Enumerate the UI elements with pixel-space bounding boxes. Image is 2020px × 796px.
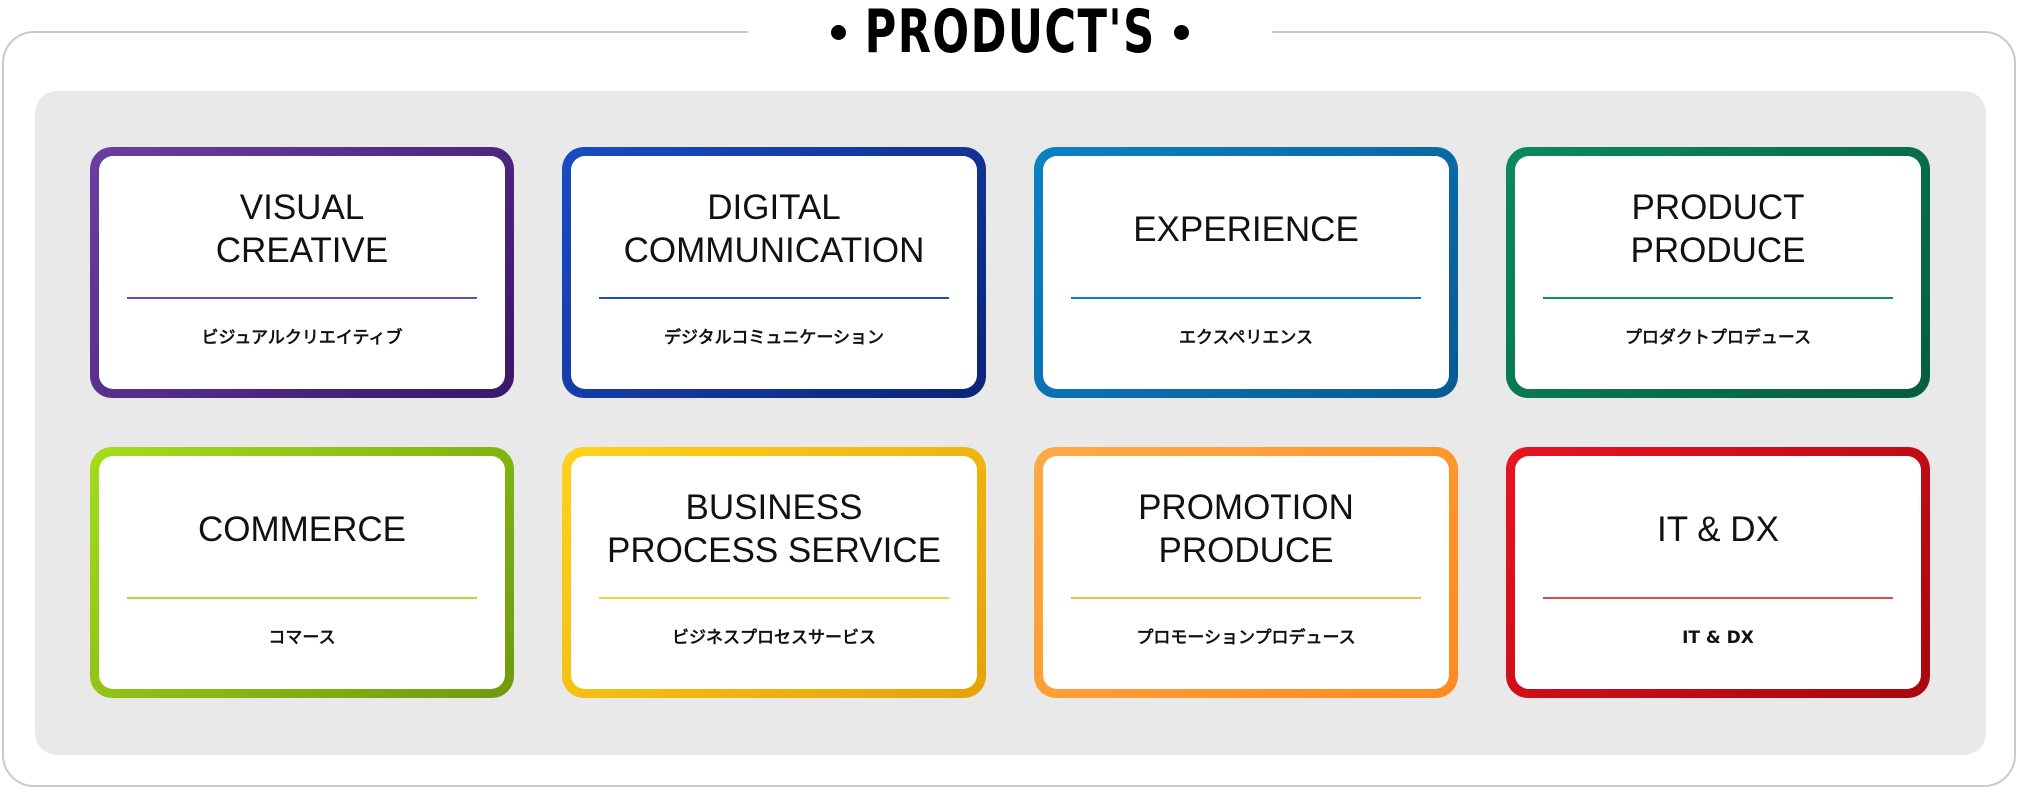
card-body: VISUAL CREATIVE ビジュアルクリエイティブ [99, 156, 505, 389]
card-divider [1543, 297, 1893, 299]
card-title: PRODUCT PRODUCE [1630, 188, 1806, 270]
card-title: DIGITAL COMMUNICATION [623, 188, 925, 270]
card-title: VISUAL CREATIVE [215, 188, 389, 270]
card-divider [127, 597, 477, 599]
product-grid: VISUAL CREATIVE ビジュアルクリエイティブ DIGITAL COM… [90, 147, 1930, 698]
product-card-promotion-produce[interactable]: PROMOTION PRODUCE プロモーションプロデュース [1034, 447, 1458, 698]
card-body: DIGITAL COMMUNICATION デジタルコミュニケーション [571, 156, 977, 389]
product-card-commerce[interactable]: COMMERCE コマース [90, 447, 514, 698]
card-body: EXPERIENCE エクスペリエンス [1043, 156, 1449, 389]
product-card-business-process-service[interactable]: BUSINESS PROCESS SERVICE ビジネスプロセスサービス [562, 447, 986, 698]
product-card-it-dx[interactable]: IT & DX IT & DX [1506, 447, 1930, 698]
bullet-dot-icon [1174, 24, 1190, 40]
card-body: BUSINESS PROCESS SERVICE ビジネスプロセスサービス [571, 456, 977, 689]
card-divider [1071, 597, 1421, 599]
card-subtitle: エクスペリエンス [1179, 328, 1313, 348]
card-subtitle: ビジネスプロセスサービス [672, 628, 876, 648]
card-divider [599, 597, 949, 599]
card-title: IT & DX [1657, 509, 1779, 549]
product-card-digital-communication[interactable]: DIGITAL COMMUNICATION デジタルコミュニケーション [562, 147, 986, 398]
card-body: PRODUCT PRODUCE プロダクトプロデュース [1515, 156, 1921, 389]
card-divider [1071, 297, 1421, 299]
card-divider [1543, 597, 1893, 599]
product-card-visual-creative[interactable]: VISUAL CREATIVE ビジュアルクリエイティブ [90, 147, 514, 398]
section-header: PRODUCT'S [748, 0, 1272, 64]
card-body: COMMERCE コマース [99, 456, 505, 689]
card-subtitle: IT & DX [1682, 628, 1754, 648]
card-body: IT & DX IT & DX [1515, 456, 1921, 689]
card-title: BUSINESS PROCESS SERVICE [607, 488, 941, 570]
bullet-dot-icon [830, 24, 846, 40]
card-divider [599, 297, 949, 299]
product-card-experience[interactable]: EXPERIENCE エクスペリエンス [1034, 147, 1458, 398]
card-divider [127, 297, 477, 299]
card-title: PROMOTION PRODUCE [1138, 488, 1354, 570]
card-subtitle: プロモーションプロデュース [1136, 628, 1356, 648]
card-subtitle: ビジュアルクリエイティブ [201, 328, 403, 348]
product-card-product-produce[interactable]: PRODUCT PRODUCE プロダクトプロデュース [1506, 147, 1930, 398]
card-subtitle: デジタルコミュニケーション [664, 328, 884, 348]
card-title: EXPERIENCE [1133, 209, 1359, 249]
card-body: PROMOTION PRODUCE プロモーションプロデュース [1043, 456, 1449, 689]
card-subtitle: プロダクトプロデュース [1624, 328, 1812, 348]
section-title: PRODUCT'S [864, 0, 1156, 67]
card-title: COMMERCE [197, 509, 407, 549]
card-subtitle: コマース [268, 628, 336, 648]
